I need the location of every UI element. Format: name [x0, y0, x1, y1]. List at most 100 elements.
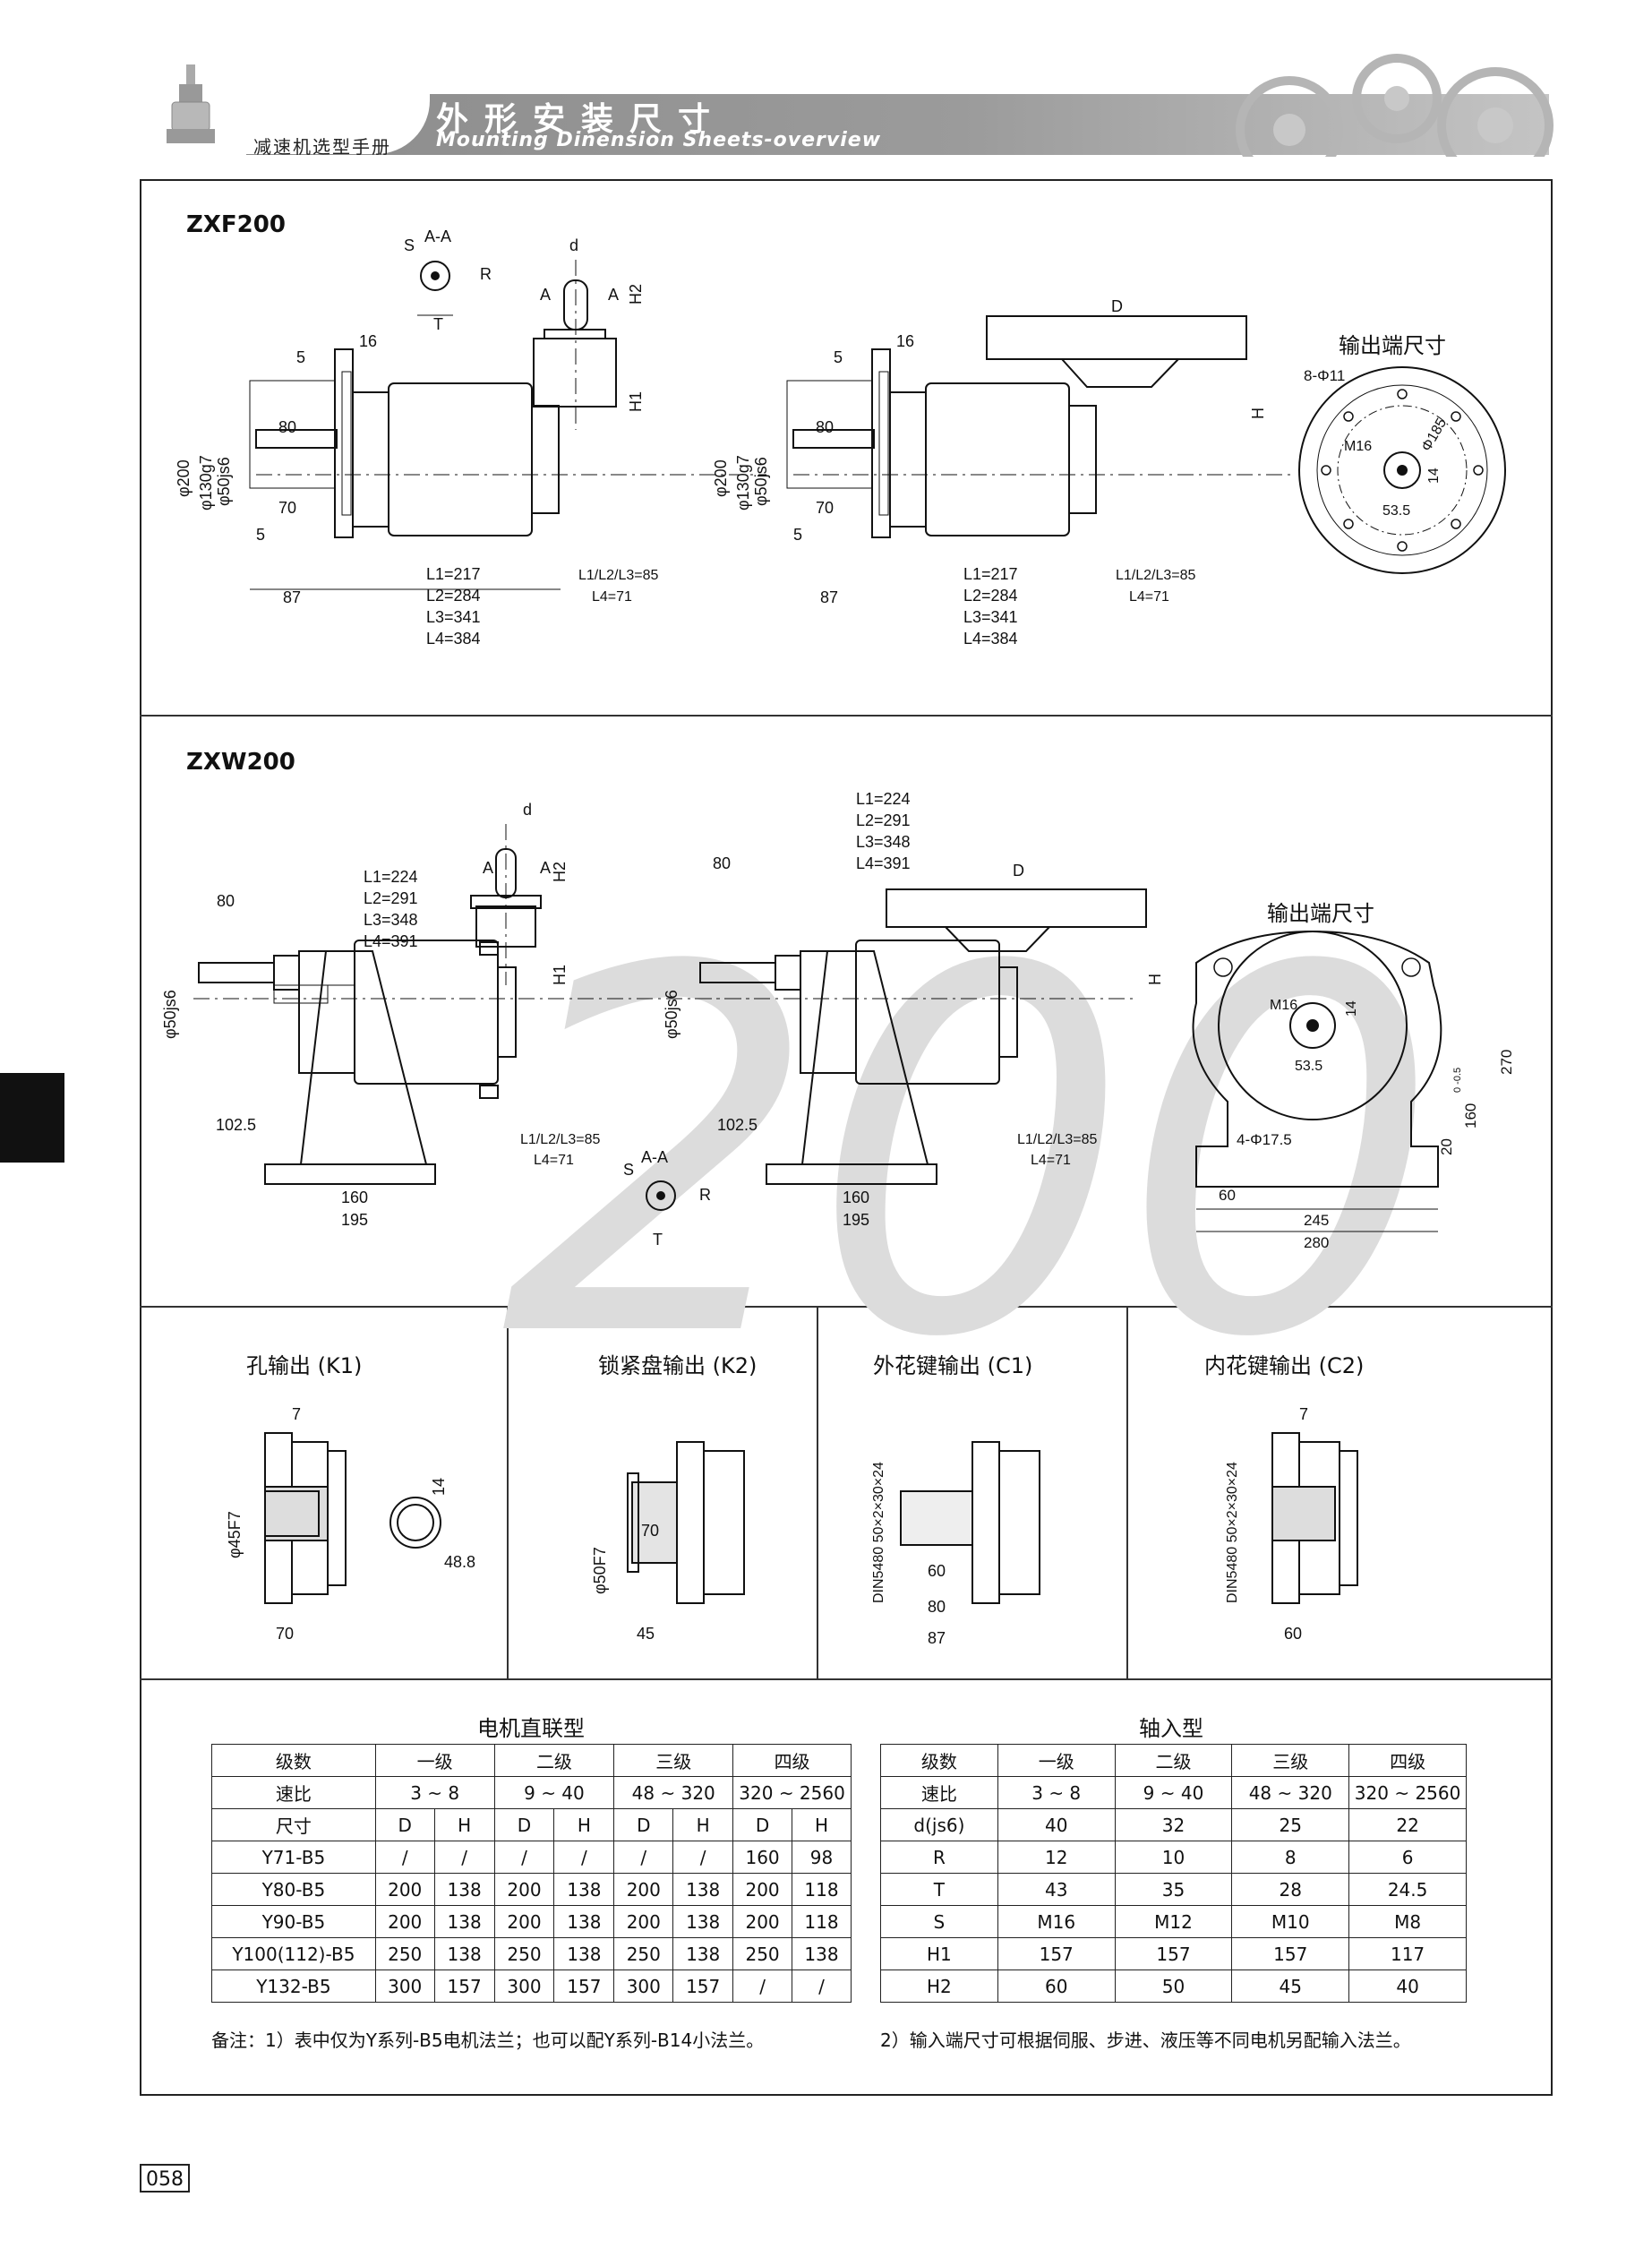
zxw-output-flange-view [1192, 930, 1442, 1188]
zxf-r-d5-label: 5 [834, 348, 843, 366]
zxf-output-flange [986, 315, 1247, 360]
header-subtitle: 减速机选型手册 [253, 136, 391, 158]
motor-table: 级数 一级 二级 三级 四级 速比 3 ~ 8 9 ~ 40 48 ~ 320 … [211, 1744, 852, 2003]
zxw-d1025-label: 102.5 [216, 1116, 256, 1134]
table-cell: 48 ~ 320 [613, 1776, 734, 1809]
zxf-r-l3-label: L3=341 [963, 608, 1018, 626]
table-cell: 138 [553, 1905, 615, 1938]
table-cell: 40 [997, 1808, 1116, 1841]
page-title: 外形安装尺寸 [436, 101, 727, 138]
table-cell: D [613, 1808, 674, 1841]
k2-phi50-label: φ50F7 [591, 1547, 609, 1594]
zxf-phi185-label: Φ185 [1419, 416, 1451, 454]
drawing-frame [140, 179, 1553, 2096]
zxw-d160-label: 160 [341, 1189, 368, 1206]
table-cell: T [880, 1873, 998, 1906]
zxf-h1-label: H1 [627, 391, 645, 412]
zxf-r-l2-label: L2=284 [963, 587, 1018, 605]
table-cell: 138 [672, 1905, 734, 1938]
table-cell: 50 [1114, 1970, 1233, 2003]
zxw-output-flange [886, 888, 1147, 928]
motor-table-title: 电机直联型 [477, 1716, 585, 1741]
table-cell: 157 [997, 1937, 1116, 1970]
table-cell: 118 [792, 1873, 852, 1906]
zxf-D-label: D [1111, 297, 1123, 315]
table-cell: 3 ~ 8 [374, 1776, 495, 1809]
table-cell: M16 [997, 1905, 1116, 1938]
variant-label-k1: 孔输出 (K1) [246, 1353, 363, 1378]
divider-zxf [140, 715, 1553, 717]
zxf-d70-label: 70 [278, 499, 296, 517]
table-cell: / [553, 1841, 615, 1874]
zxf-aa-label: A-A [424, 227, 451, 245]
table-cell: 320 ~ 2560 [1348, 1776, 1467, 1809]
variant-label-c2: 内花键输出 (C2) [1204, 1353, 1365, 1378]
zxw-r-l2-label: L2=291 [856, 811, 911, 829]
table-cell: 200 [613, 1905, 674, 1938]
variants-drawing: 7 φ45F7 14 48.8 70 70 φ50F7 45 DIN5480 5… [226, 1405, 1358, 1647]
zxf-holes-label: 8-Φ11 [1304, 367, 1345, 384]
table-cell: 40 [1348, 1970, 1467, 2003]
table-cell: Y132-B5 [211, 1970, 376, 2003]
table-cell: 35 [1114, 1873, 1233, 1906]
table-cell: 250 [732, 1937, 793, 1970]
zxw-l4b-label: L4=71 [534, 1153, 574, 1168]
table-cell: D [374, 1808, 435, 1841]
table-cell: 138 [672, 1873, 734, 1906]
zxf-d14-label: 14 [1426, 468, 1442, 484]
table-cell: 200 [493, 1905, 555, 1938]
zxf-r-phi50-label: φ50js6 [752, 457, 770, 506]
table-cell: M8 [1348, 1905, 1467, 1938]
model-watermark: 200 [501, 863, 1441, 1447]
table-cell: D [493, 1808, 555, 1841]
table-cell: 二级 [1114, 1744, 1233, 1777]
c2-d7-label: 7 [1299, 1405, 1308, 1423]
zxf-h2-label: H2 [627, 284, 645, 305]
table-cell: 43 [997, 1873, 1116, 1906]
table-cell: 级数 [880, 1744, 998, 1777]
zxf-r-d5b-label: 5 [793, 526, 802, 544]
table-cell: 117 [1348, 1937, 1467, 1970]
zxf-l4b-label: L4=71 [592, 589, 632, 605]
zxf-section-circle [420, 261, 450, 291]
zxf-l2-label: L2=284 [426, 587, 481, 605]
zxw-r-d195-label: 195 [843, 1211, 869, 1229]
table-cell: 138 [792, 1937, 852, 1970]
zxf-s-label: S [404, 236, 415, 254]
zxf-r-phi130-label: φ130g7 [734, 455, 752, 511]
zxf-housing-r [925, 382, 1070, 536]
table-cell: M10 [1231, 1905, 1350, 1938]
table-cell: / [613, 1841, 674, 1874]
zxf-r-l4-label: L4=384 [963, 630, 1018, 648]
zxw-d-label: d [523, 801, 532, 819]
page-title-english: Mounting Dinension Sheets-overview [436, 129, 882, 151]
table-cell: 138 [433, 1937, 495, 1970]
table-cell: 300 [374, 1970, 435, 2003]
motor-table-note: 备注：1）表中仅为Y系列-B5电机法兰；也可以配Y系列-B14小法兰。 [211, 2030, 765, 2051]
table-cell: 157 [1114, 1937, 1233, 1970]
zxw-l1-label: L1=224 [364, 868, 418, 886]
table-cell: 98 [792, 1841, 852, 1874]
zxf-input-block [533, 338, 617, 408]
motor-row-size: 尺寸 D H D H D H D H [211, 1808, 852, 1841]
zxw-D-label: D [1013, 862, 1024, 880]
k1-d14-label: 14 [430, 1478, 448, 1496]
zxf-r-d16-label: 16 [896, 332, 914, 350]
zxf-drawing: A-A S T R d A A H2 H1 5 16 80 70 5 87 φ2… [175, 227, 1506, 648]
table-cell: Y90-B5 [211, 1905, 376, 1938]
table-cell: H1 [880, 1937, 998, 1970]
table-cell: 60 [997, 1970, 1116, 2003]
table-cell: / [374, 1841, 435, 1874]
zxf-r-l4b-label: L4=71 [1129, 589, 1169, 605]
table-cell: / [493, 1841, 555, 1874]
zxw-a-label-l: A [483, 859, 493, 877]
zxw-h1-label: H1 [551, 965, 569, 985]
table-cell: 200 [732, 1873, 793, 1906]
table-cell: 250 [493, 1937, 555, 1970]
zxf-d80-label: 80 [278, 418, 296, 436]
zxw-t-label: T [653, 1231, 663, 1249]
table-cell: H [792, 1808, 852, 1841]
